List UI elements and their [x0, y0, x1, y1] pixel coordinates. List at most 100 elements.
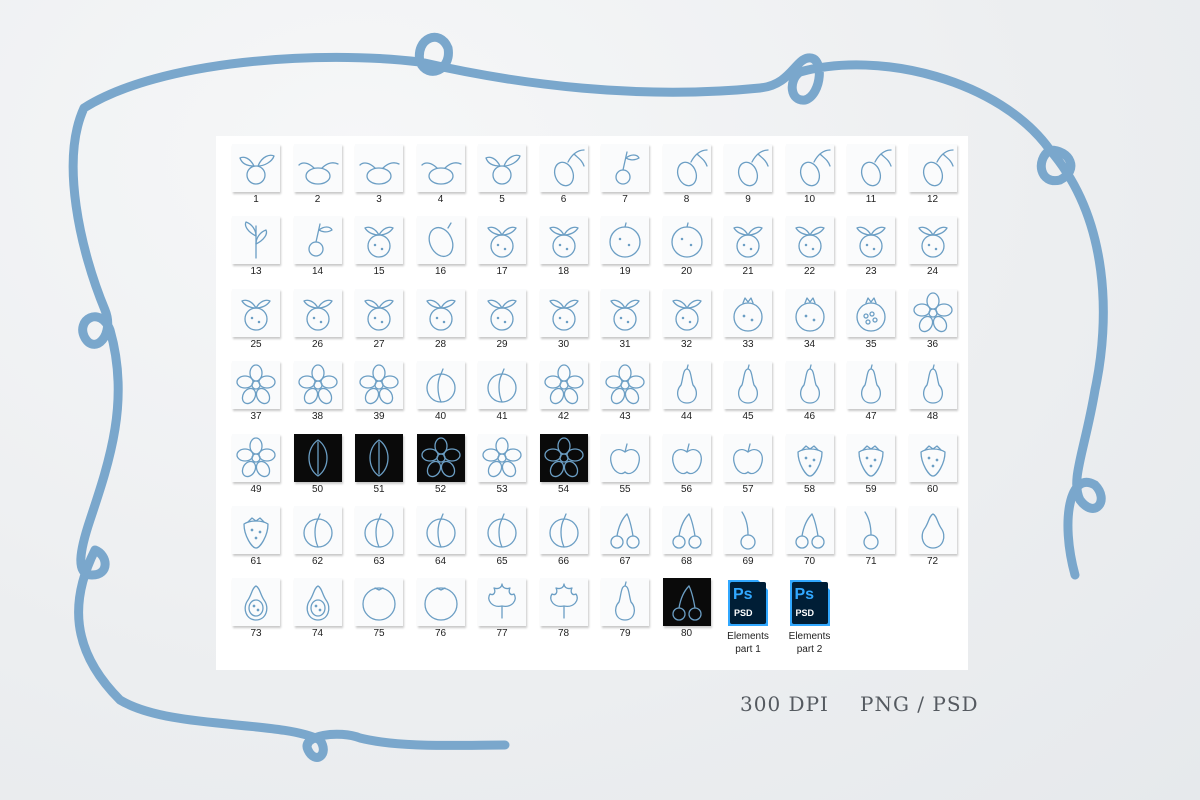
element-thumbnail[interactable]: 27 — [349, 287, 409, 357]
element-thumbnail[interactable]: 44 — [657, 359, 717, 429]
element-thumbnail[interactable]: 5 — [472, 142, 532, 212]
element-thumbnail[interactable]: 61 — [226, 504, 286, 574]
element-thumbnail[interactable]: 11 — [841, 142, 901, 212]
element-number: 64 — [434, 556, 447, 567]
element-thumbnail[interactable]: 4 — [411, 142, 471, 212]
element-thumbnail[interactable]: 54 — [534, 432, 594, 502]
orange-leaf-icon — [847, 216, 895, 264]
element-thumbnail[interactable]: 33 — [718, 287, 778, 357]
element-number: 67 — [619, 556, 631, 567]
element-thumbnail[interactable]: 58 — [780, 432, 840, 502]
element-thumbnail[interactable]: 16 — [411, 214, 471, 284]
element-thumbnail[interactable]: 29 — [472, 287, 532, 357]
element-thumbnail[interactable]: 35 — [841, 287, 901, 357]
element-thumbnail[interactable]: 63 — [349, 504, 409, 574]
element-thumbnail[interactable]: 43 — [595, 359, 655, 429]
element-thumbnail[interactable]: 52 — [411, 432, 471, 502]
element-thumbnail[interactable]: 3 — [349, 142, 409, 212]
element-number: 71 — [865, 556, 877, 567]
element-thumbnail[interactable]: 57 — [718, 432, 778, 502]
element-thumbnail[interactable]: 18 — [534, 214, 594, 284]
element-thumbnail[interactable]: 66 — [534, 504, 594, 574]
element-thumbnail[interactable]: 62 — [288, 504, 348, 574]
element-thumbnail[interactable]: 75 — [349, 576, 409, 646]
element-thumbnail[interactable]: 39 — [349, 359, 409, 429]
element-thumbnail[interactable]: 60 — [903, 432, 963, 502]
element-thumbnail[interactable]: 15 — [349, 214, 409, 284]
element-thumbnail[interactable]: 45 — [718, 359, 778, 429]
element-thumbnail[interactable]: 12 — [903, 142, 963, 212]
element-thumbnail[interactable]: 46 — [780, 359, 840, 429]
element-thumbnail[interactable]: 47 — [841, 359, 901, 429]
element-thumbnail[interactable]: 24 — [903, 214, 963, 284]
element-thumbnail[interactable]: 72 — [903, 504, 963, 574]
element-thumbnail[interactable]: 37 — [226, 359, 286, 429]
element-thumbnail[interactable]: 1 — [226, 142, 286, 212]
element-thumbnail[interactable]: 6 — [534, 142, 594, 212]
element-thumbnail[interactable]: 68 — [657, 504, 717, 574]
element-thumbnail[interactable]: 13 — [226, 214, 286, 284]
element-thumbnail[interactable]: 48 — [903, 359, 963, 429]
element-thumbnail[interactable]: 8 — [657, 142, 717, 212]
pear-icon — [847, 361, 895, 409]
element-thumbnail[interactable]: 80 — [657, 576, 717, 646]
element-number: 17 — [496, 266, 508, 277]
element-thumbnail[interactable]: 22 — [780, 214, 840, 284]
element-thumbnail[interactable]: 74 — [288, 576, 348, 646]
element-thumbnail[interactable]: 26 — [288, 287, 348, 357]
element-thumbnail[interactable]: 23 — [841, 214, 901, 284]
element-thumbnail[interactable]: 38 — [288, 359, 348, 429]
element-thumbnail[interactable]: 9 — [718, 142, 778, 212]
element-thumbnail[interactable]: 53 — [472, 432, 532, 502]
element-thumbnail[interactable]: 32 — [657, 287, 717, 357]
element-thumbnail[interactable]: 2 — [288, 142, 348, 212]
element-thumbnail[interactable]: 49 — [226, 432, 286, 502]
element-thumbnail[interactable]: 69 — [718, 504, 778, 574]
element-thumbnail[interactable]: 20 — [657, 214, 717, 284]
flower-icon — [539, 361, 588, 409]
element-thumbnail[interactable]: 51 — [349, 432, 409, 502]
element-thumbnail[interactable]: 65 — [472, 504, 532, 574]
element-thumbnail[interactable]: 59 — [841, 432, 901, 502]
element-thumbnail[interactable]: 14 — [288, 214, 348, 284]
element-number: 53 — [496, 484, 508, 495]
element-thumbnail[interactable]: 77 — [472, 576, 532, 646]
element-thumbnail[interactable]: 42 — [534, 359, 594, 429]
flower-icon — [232, 434, 280, 482]
element-thumbnail[interactable]: 67 — [595, 504, 655, 574]
element-thumbnail[interactable]: 50 — [288, 432, 348, 502]
element-thumbnail[interactable]: 64 — [411, 504, 471, 574]
element-thumbnail[interactable]: 56 — [657, 432, 717, 502]
element-thumbnail[interactable]: 28 — [411, 287, 471, 357]
cherries-icon — [662, 506, 711, 554]
element-number: 21 — [742, 266, 754, 277]
element-thumbnail[interactable]: 76 — [411, 576, 471, 646]
element-thumbnail[interactable]: 78 — [534, 576, 594, 646]
element-number: 43 — [619, 411, 631, 422]
element-thumbnail[interactable]: 71 — [841, 504, 901, 574]
element-thumbnail[interactable]: 36 — [903, 287, 963, 357]
element-thumbnail[interactable]: 21 — [718, 214, 778, 284]
element-thumbnail[interactable]: 79 — [595, 576, 655, 646]
tangerine-leaves-icon — [416, 144, 465, 192]
element-thumbnail[interactable]: 19 — [595, 214, 655, 284]
element-thumbnail[interactable]: 10 — [780, 142, 840, 212]
flower-icon — [601, 361, 649, 409]
element-thumbnail[interactable]: 55 — [595, 432, 655, 502]
cherries-icon — [785, 506, 834, 554]
flower-icon — [355, 361, 403, 409]
element-thumbnail[interactable]: 41 — [472, 359, 532, 429]
element-thumbnail[interactable]: 31 — [595, 287, 655, 357]
element-thumbnail[interactable]: 34 — [780, 287, 840, 357]
element-thumbnail[interactable]: 17 — [472, 214, 532, 284]
element-number: 11 — [865, 194, 877, 205]
element-thumbnail[interactable]: 30 — [534, 287, 594, 357]
element-thumbnail[interactable]: 40 — [411, 359, 471, 429]
element-thumbnail[interactable]: 25 — [226, 287, 286, 357]
element-number: 34 — [803, 339, 816, 350]
element-thumbnail[interactable]: 70 — [780, 504, 840, 574]
element-thumbnail[interactable]: 7 — [595, 142, 655, 212]
element-thumbnail[interactable]: 73 — [226, 576, 286, 646]
